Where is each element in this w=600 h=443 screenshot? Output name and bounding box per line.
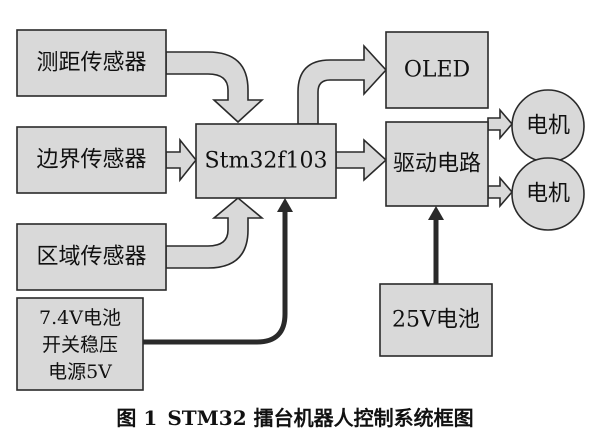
figure-title: STM32 擂台机器人控制系统框图 [167,406,474,430]
power-supply-line-1: 7.4V电池 [39,307,121,329]
area-sensor-box [16,223,167,291]
motor-2-label: 电机 [526,182,570,207]
figure-caption: 图 1 STM32 擂台机器人控制系统框图 [0,402,600,431]
mcu-label: Stm32f103 [205,149,328,174]
wire-battery-to-driver-head [428,206,444,220]
oled-label: OLED [404,58,470,83]
arrow-area-to-mcu [165,196,265,269]
battery-25v-label: 25V电池 [392,308,480,333]
boundary-sensor-box [16,126,167,194]
battery-25v-box [379,283,493,357]
wire-power-to-mcu-head [277,198,293,212]
driver-box [385,121,489,207]
arrow-boundary-to-mcu [165,137,198,183]
driver-label: 驱动电路 [393,152,481,177]
power-supply-line-3: 电源5V [48,361,112,383]
ranging-sensor-box [16,29,167,97]
boundary-sensor-label: 边界传感器 [36,148,146,173]
area-sensor-label: 区域传感器 [36,245,146,270]
arrow-mcu-to-oled [297,43,388,125]
figure-number: 图 1 [116,406,158,430]
arrow-driver-to-motor-2 [487,175,514,209]
arrow-driver-to-motor-1 [487,107,514,141]
ranging-sensor-label: 测距传感器 [36,51,146,76]
power-supply-line-2: 开关稳压 [42,334,118,356]
oled-box [385,31,489,109]
mcu-box [195,123,337,199]
power-supply-box [16,297,144,391]
arrow-ranging-to-mcu [165,51,265,124]
wire-power-to-mcu [143,212,288,345]
motor-1-label: 电机 [526,114,570,139]
motor-2-circle [511,157,585,231]
arrow-mcu-to-driver [335,138,388,182]
